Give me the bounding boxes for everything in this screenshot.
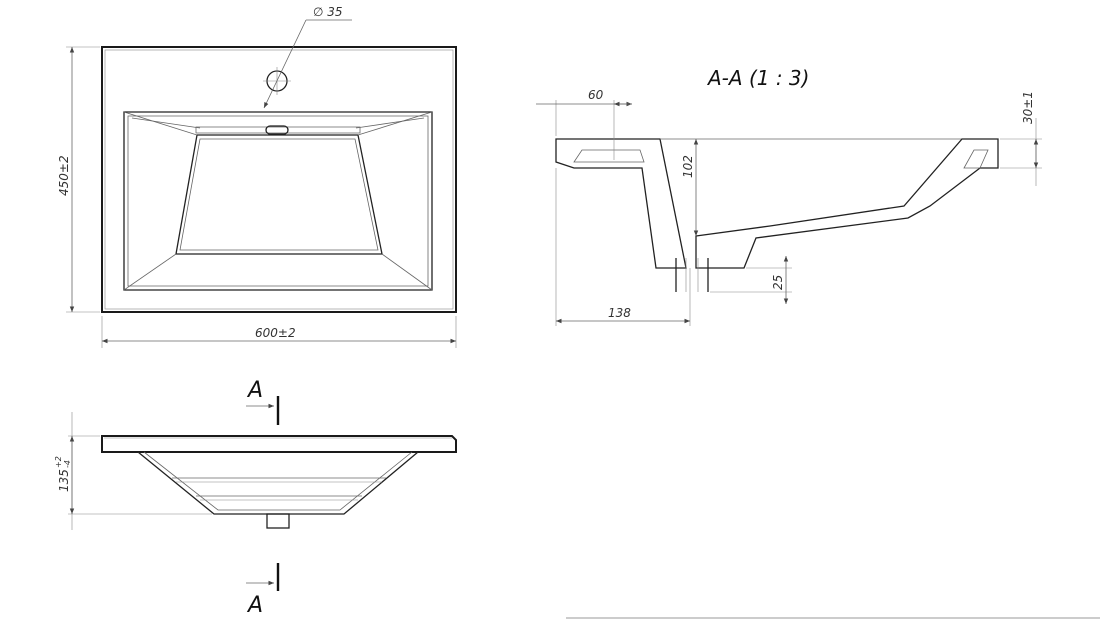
dim-30-label: 30±1 [1021, 91, 1035, 124]
front-view-rim [101, 435, 457, 453]
section-basin-floor [695, 138, 999, 269]
section-title: A-A (1 : 3) [706, 66, 809, 90]
front-view: 135 +2 -4 A A [54, 378, 457, 618]
top-view-outline [101, 46, 457, 313]
overflow-slot [265, 125, 289, 135]
top-view: ∅ 35 600±2 450±2 [57, 5, 457, 348]
dim-25-label: 25 [771, 275, 785, 290]
height-tolerance-upper: +2 [54, 456, 63, 468]
basin-floor [175, 134, 383, 255]
height-tolerance-lower: -4 [63, 460, 72, 468]
depth-dimension-label: 450±2 [57, 155, 71, 196]
width-dimension-label: 600±2 [255, 326, 296, 340]
section-view: A-A (1 : 3) 60 102 30±1 25 [536, 66, 1042, 326]
section-letter-top: A [246, 378, 263, 403]
drain-outlet [266, 513, 290, 529]
hole-diameter-label: ∅ 35 [313, 5, 343, 19]
section-letter-bottom: A [246, 593, 263, 618]
section-left-wall [555, 138, 687, 269]
height-dimension-label: 135 [57, 469, 71, 492]
dim-138-label: 138 [608, 306, 631, 320]
front-view-basin [137, 451, 419, 515]
dim-102-label: 102 [681, 155, 695, 178]
dim-60-label: 60 [588, 88, 604, 102]
